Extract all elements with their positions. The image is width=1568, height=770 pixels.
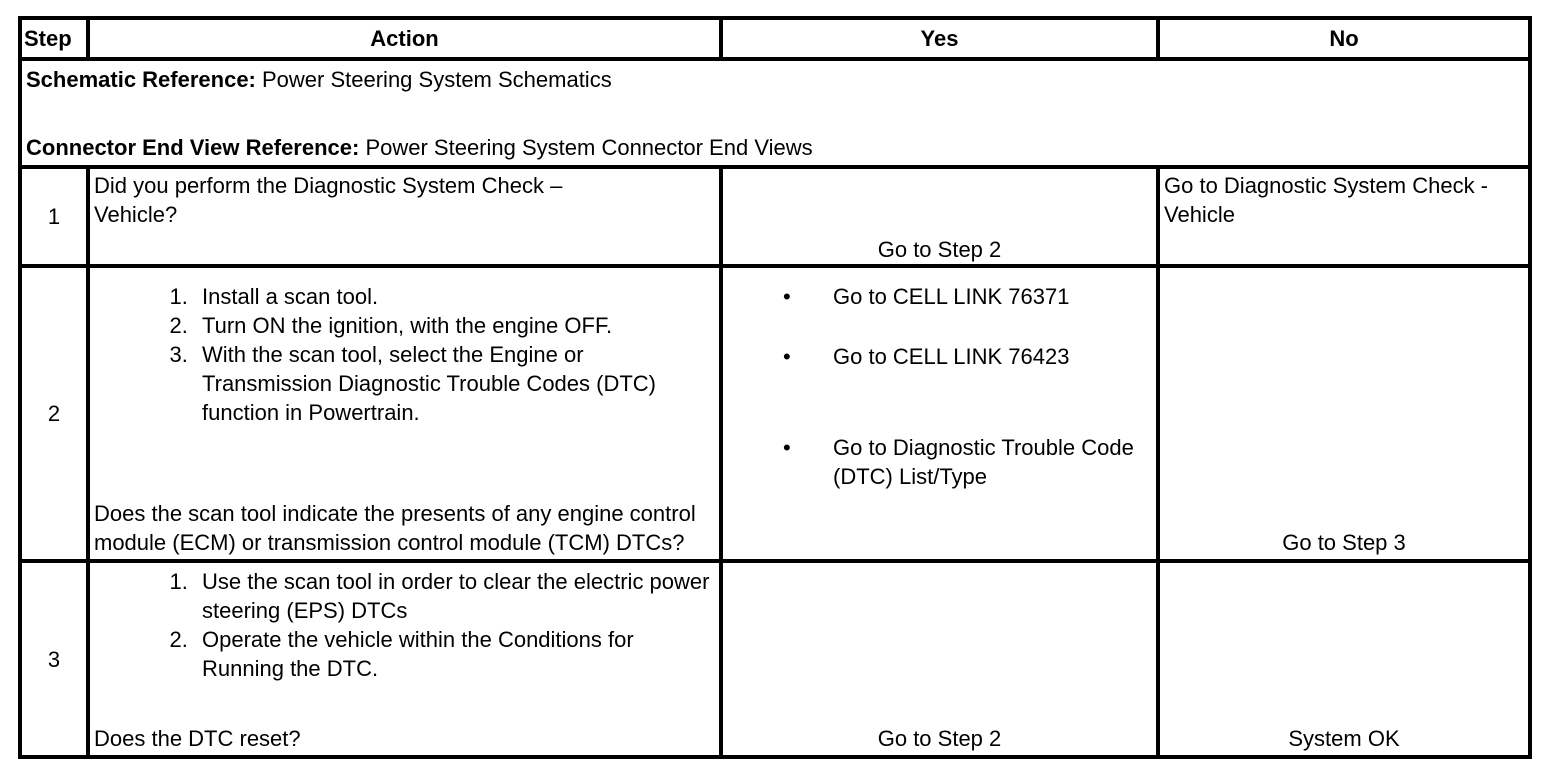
dtc-list-link[interactable]: Go to Diagnostic Trouble Code (DTC) List… [783, 433, 1152, 491]
table-row: 1 Did you perform the Diagnostic System … [18, 165, 1532, 268]
yes-links-list: Go to CELL LINK 76371 Go to CELL LINK 76… [727, 282, 1152, 491]
yes-cell: Go to Step 2 [719, 559, 1160, 759]
table-row: 3 Use the scan tool in order to clear th… [18, 559, 1532, 759]
diagnostic-table: Step Action Yes No Schematic Reference: … [18, 15, 1532, 759]
cell-link[interactable]: Go to CELL LINK 76423 [783, 342, 1152, 371]
action-question: Did you perform the Diagnostic System Ch… [94, 173, 563, 228]
list-item: Use the scan tool in order to clear the … [194, 567, 715, 625]
list-item: Operate the vehicle within the Condition… [194, 625, 715, 683]
action-cell: Did you perform the Diagnostic System Ch… [86, 165, 723, 268]
no-result: Go to Step 3 [1282, 530, 1406, 556]
header-yes: Yes [719, 15, 1160, 62]
yes-cell: Go to CELL LINK 76371 Go to CELL LINK 76… [719, 263, 1160, 564]
step-number: 2 [18, 263, 90, 564]
connector-reference-label: Connector End View Reference: [26, 135, 360, 161]
step-number: 3 [18, 559, 90, 759]
cell-link[interactable]: Go to CELL LINK 76371 [783, 282, 1152, 311]
action-cell: Use the scan tool in order to clear the … [86, 559, 723, 759]
reference-row: Schematic Reference: Power Steering Syst… [18, 57, 1532, 170]
header-action: Action [86, 15, 723, 62]
action-question: Does the DTC reset? [94, 726, 301, 751]
schematic-reference: Schematic Reference: Power Steering Syst… [26, 65, 1524, 94]
action-cell: Install a scan tool. Turn ON the ignitio… [86, 263, 723, 564]
no-cell: Go to Step 3 [1156, 263, 1532, 564]
yes-result: Go to Step 2 [877, 237, 1002, 262]
action-question: Does the scan tool indicate the presents… [94, 501, 696, 556]
yes-cell: Go to Step 2 [719, 165, 1160, 268]
list-item: Install a scan tool. [194, 282, 715, 311]
yes-result: Go to Step 2 [877, 726, 1002, 751]
schematic-reference-label: Schematic Reference: [26, 67, 256, 93]
action-steps-list: Install a scan tool. Turn ON the ignitio… [94, 282, 715, 427]
schematic-reference-value: Power Steering System Schematics [255, 67, 612, 93]
table-row: 2 Install a scan tool. Turn ON the ignit… [18, 263, 1532, 564]
no-result: System OK [1288, 726, 1400, 751]
reference-cell: Schematic Reference: Power Steering Syst… [18, 57, 1532, 170]
header-step: Step [18, 15, 90, 62]
no-cell: System OK [1156, 559, 1532, 759]
step-number: 1 [18, 165, 90, 268]
connector-reference-value: Power Steering System Connector End View… [359, 135, 813, 161]
header-no: No [1156, 15, 1532, 62]
list-item: With the scan tool, select the Engine or… [194, 340, 715, 427]
no-result: Go to Diagnostic System Check - Vehicle [1164, 173, 1489, 228]
connector-reference: Connector End View Reference: Power Stee… [26, 133, 1524, 162]
action-steps-list: Use the scan tool in order to clear the … [94, 567, 715, 683]
header-row: Step Action Yes No [18, 15, 1532, 62]
no-cell: Go to Diagnostic System Check - Vehicle [1156, 165, 1532, 268]
list-item: Turn ON the ignition, with the engine OF… [194, 311, 715, 340]
